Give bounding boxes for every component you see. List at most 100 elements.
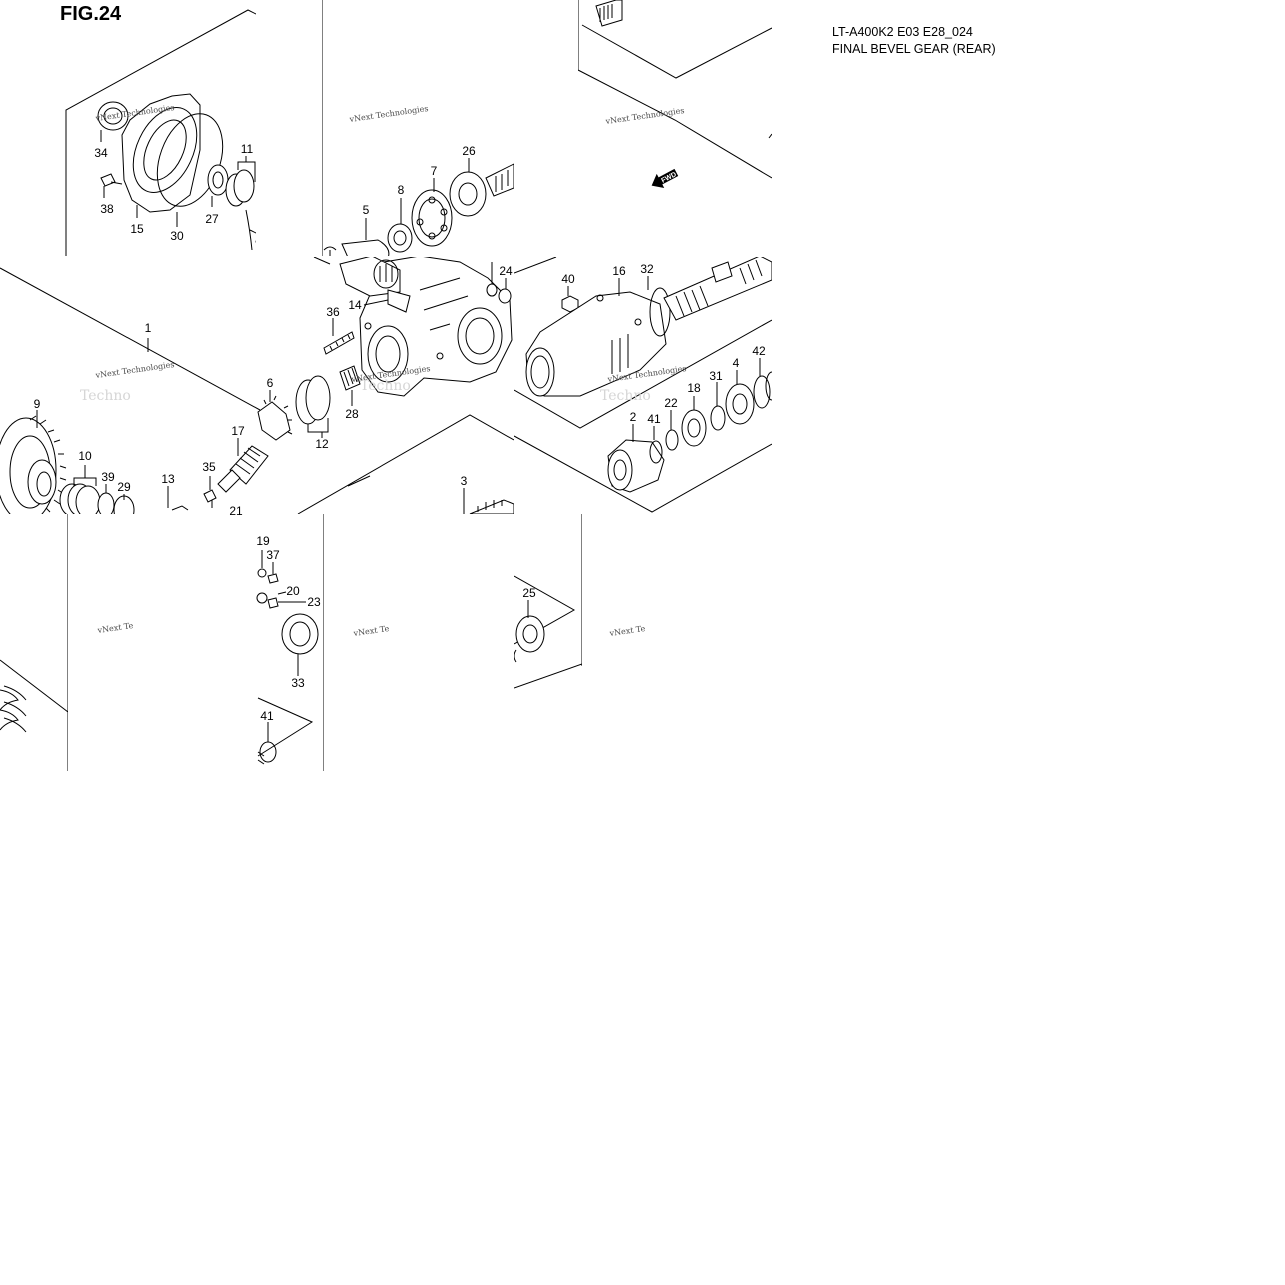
watermark-text: vNext Te (96, 621, 134, 635)
tile-top-middle (322, 0, 514, 256)
part-label-31: 31 (709, 369, 723, 383)
part-label-2: 2 (630, 410, 637, 424)
part-label-25: 25 (522, 586, 536, 600)
part-label-5: 5 (363, 203, 370, 217)
part-label-35: 35 (202, 460, 216, 474)
svg-text:FWD: FWD (660, 171, 677, 185)
watermark-text: vNext Technologies (94, 360, 175, 380)
part-label-39: 39 (101, 470, 115, 484)
spring-fragment (0, 689, 19, 731)
part-37-bolt (267, 573, 279, 584)
part-label-41: 41 (647, 412, 661, 426)
fwd-arrow-icon: FWD (651, 168, 679, 188)
tile-middle-left: Techno Techno (0, 257, 514, 514)
part-16-housing (525, 291, 667, 397)
watermark-text: vNext Te (352, 624, 390, 638)
part-label-10: 10 (78, 449, 92, 463)
part-label-1: 1 (145, 321, 152, 335)
part-39-spacer (97, 492, 115, 514)
part-42-circlip (753, 375, 771, 409)
part-label-18: 18 (687, 381, 701, 395)
part-label-6: 6 (267, 376, 274, 390)
tile-bottom-middle (256, 514, 324, 771)
part-4-bearing (725, 383, 755, 425)
part-19-washer (257, 568, 267, 578)
part-36-stud (323, 331, 355, 355)
part-8-ring (387, 223, 413, 253)
boundary-line (65, 9, 256, 256)
part-6-pinion-gear (257, 395, 293, 441)
part-26-bearing (449, 171, 487, 217)
part-label-12: 12 (315, 437, 329, 451)
part-label-42: 42 (752, 344, 766, 358)
boundary-line (0, 267, 261, 411)
part-label-24: 24 (499, 264, 513, 278)
part-22-washer (665, 429, 679, 451)
part-38-bolt (100, 173, 116, 187)
gear-fragment (245, 209, 256, 251)
tile-bottom-right (514, 514, 582, 689)
tile-bottom-left (0, 514, 68, 771)
part-label-37: 37 (266, 548, 280, 562)
figure-title: FIG.24 (60, 3, 122, 25)
part-label-20: 20 (286, 584, 300, 598)
boundary-line (578, 0, 772, 179)
tile-top-right: FWD (578, 0, 772, 188)
part-label-29: 29 (117, 480, 131, 494)
part-28-needle-bearing (339, 365, 361, 391)
part-label-30: 30 (170, 229, 184, 243)
part-label-15: 15 (130, 222, 144, 236)
part-label-38: 38 (100, 202, 114, 216)
watermark-text: vNext Technologies (604, 106, 685, 126)
part-label-14: 14 (348, 298, 362, 312)
part-label-13: 13 (161, 472, 175, 486)
watermark-text: vNext Technologies (348, 104, 429, 124)
part-25-bearing (515, 615, 545, 653)
part-7-bearing (411, 189, 453, 247)
part-label-27: 27 (205, 212, 219, 226)
drive-shaft (663, 257, 772, 321)
part-3-shaft (463, 488, 514, 514)
part-label-26: 26 (462, 144, 476, 158)
part-label-34: 34 (94, 146, 108, 160)
model-code: LT-A400K2 E03 E28_024 (832, 25, 973, 39)
part-41-circlip-lower (259, 741, 277, 763)
part-18-seal (681, 409, 707, 447)
part-17-pinion-shaft (217, 445, 269, 493)
part-34-seal (97, 101, 129, 131)
part-41-circlip (649, 440, 663, 464)
svg-text:Techno: Techno (80, 388, 131, 404)
tile-middle-right: Techno (514, 257, 772, 513)
tile-top-left (65, 9, 256, 256)
part-9-bevel-gear (0, 415, 67, 514)
part-24-plug (498, 288, 512, 304)
part-31-oring (710, 405, 726, 431)
part-label-33: 33 (291, 676, 305, 690)
part-label-23: 23 (307, 595, 321, 609)
part-label-36: 36 (326, 305, 340, 319)
part-label-16: 16 (612, 264, 626, 278)
part-label-4: 4 (733, 356, 740, 370)
part-label-3: 3 (461, 474, 468, 488)
boundary-line (514, 319, 772, 429)
part-29-ring (113, 495, 135, 514)
part-label-40: 40 (561, 272, 575, 286)
part-label-11: 11 (241, 142, 254, 156)
svg-text:Techno: Techno (600, 388, 651, 404)
part-5-bearing (339, 257, 401, 297)
part-label-28: 28 (345, 407, 359, 421)
needle-bearing (595, 0, 623, 27)
part-5-sleeve (341, 239, 390, 256)
svg-text:Techno: Techno (360, 378, 411, 394)
part-label-17: 17 (231, 424, 245, 438)
part-20-gasket (256, 592, 268, 604)
part-label-22: 22 (664, 396, 678, 410)
part-label-41: 41 (260, 709, 274, 723)
part-2-boot (607, 439, 665, 493)
watermark-text: vNext Te (608, 624, 646, 638)
part-label-9: 9 (34, 397, 41, 411)
part-label-7: 7 (431, 164, 438, 178)
part-label-21: 21 (229, 504, 243, 518)
